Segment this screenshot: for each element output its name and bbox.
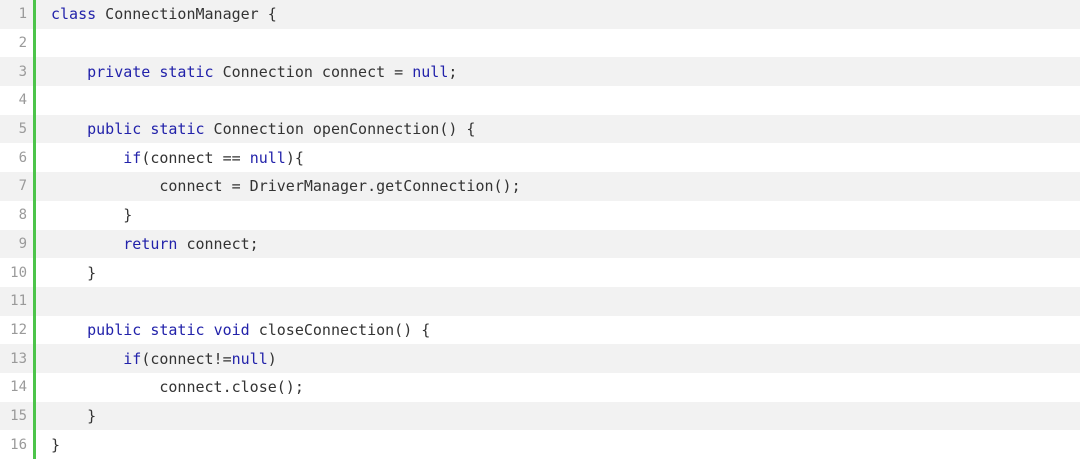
line-number: 13 <box>10 350 27 367</box>
code-text: ) <box>267 349 277 368</box>
code-text: (connect == <box>141 148 250 167</box>
code-keyword: static <box>150 120 205 139</box>
line-number: 9 <box>18 235 27 252</box>
code-text: } <box>51 406 97 425</box>
line-code: } <box>51 264 96 282</box>
code-line: 8 } <box>0 200 1080 230</box>
code-keyword: static <box>159 62 214 81</box>
code-text: connect = DriverManager.getConnection(); <box>51 177 521 196</box>
code-line: 12 public static void closeConnection() … <box>0 315 1080 345</box>
code-text: ){ <box>285 148 304 167</box>
code-text: } <box>51 206 133 225</box>
line-number: 2 <box>18 35 27 52</box>
code-line: 5 public static Connection openConnectio… <box>0 114 1080 144</box>
line-code: if(connect!=null) <box>51 350 277 368</box>
code-text <box>51 235 123 253</box>
code-text: connect.close(); <box>51 378 304 397</box>
code-text: connect; <box>177 234 259 253</box>
code-keyword: public <box>87 120 142 139</box>
code-line: 11 <box>0 286 1080 316</box>
code-keyword: private <box>87 62 151 81</box>
code-keyword: null <box>412 62 449 81</box>
code-line: 7 connect = DriverManager.getConnection(… <box>0 172 1080 201</box>
line-number: 10 <box>10 264 27 281</box>
code-line: 9 return connect; <box>0 229 1080 259</box>
line-code: connect.close(); <box>51 378 304 396</box>
line-code: if(connect == null){ <box>51 149 304 167</box>
line-number: 1 <box>18 6 27 23</box>
code-keyword: return <box>123 234 178 253</box>
line-number: 14 <box>10 379 27 396</box>
code-keyword: if <box>123 349 142 368</box>
code-line: 6 if(connect == null){ <box>0 143 1080 173</box>
code-text <box>51 149 123 167</box>
code-text <box>51 350 123 368</box>
code-text: (connect!= <box>141 349 232 368</box>
code-text <box>205 321 214 339</box>
code-text: } <box>51 435 61 454</box>
code-keyword: null <box>249 148 286 167</box>
code-line: 1 class ConnectionManager { <box>0 0 1080 29</box>
code-keyword: static <box>150 320 205 339</box>
code-text <box>51 120 87 138</box>
code-text: Connection connect = <box>213 62 413 81</box>
line-number: 4 <box>18 92 27 109</box>
code-line: 16} <box>0 430 1080 459</box>
code-keyword: class <box>51 5 97 24</box>
line-number: 5 <box>18 121 27 138</box>
line-code: class ConnectionManager { <box>51 5 277 23</box>
code-line: 13 if(connect!=null) <box>0 344 1080 373</box>
code-keyword: public <box>87 320 142 339</box>
code-keyword: null <box>231 349 268 368</box>
line-number: 7 <box>18 178 27 195</box>
line-number: 16 <box>10 436 27 453</box>
code-line: 4 <box>0 86 1080 115</box>
code-line: 3 private static Connection connect = nu… <box>0 57 1080 87</box>
code-line: 2 <box>0 28 1080 58</box>
code-text <box>141 321 150 339</box>
line-code: } <box>51 436 60 454</box>
line-number: 11 <box>10 293 27 310</box>
line-number: 8 <box>18 207 27 224</box>
line-code: } <box>51 206 132 224</box>
line-code: public static Connection openConnection(… <box>51 120 475 138</box>
line-code: connect = DriverManager.getConnection(); <box>51 177 521 196</box>
code-line: 14 connect.close(); <box>0 372 1080 402</box>
code-line: 15 } <box>0 401 1080 431</box>
code-text <box>51 63 87 81</box>
line-number: 12 <box>10 321 27 338</box>
code-text: ; <box>448 62 458 81</box>
code-keyword: if <box>123 148 142 167</box>
code-text: Connection openConnection() { <box>204 120 476 139</box>
line-code: private static Connection connect = null… <box>51 63 457 81</box>
code-text: closeConnection() { <box>249 320 431 339</box>
line-code: } <box>51 407 96 425</box>
code-text <box>51 321 87 339</box>
code-text <box>141 120 150 138</box>
code-text: } <box>51 263 97 282</box>
code-keyword: void <box>213 320 250 339</box>
line-code: return connect; <box>51 234 259 253</box>
line-code: public static void closeConnection() { <box>51 321 430 339</box>
code-text: ConnectionManager { <box>96 5 277 24</box>
line-number: 6 <box>18 149 27 166</box>
line-number: 15 <box>10 407 27 424</box>
code-line: 10 } <box>0 258 1080 287</box>
line-number: 3 <box>18 63 27 80</box>
code-accent-border <box>33 0 36 459</box>
